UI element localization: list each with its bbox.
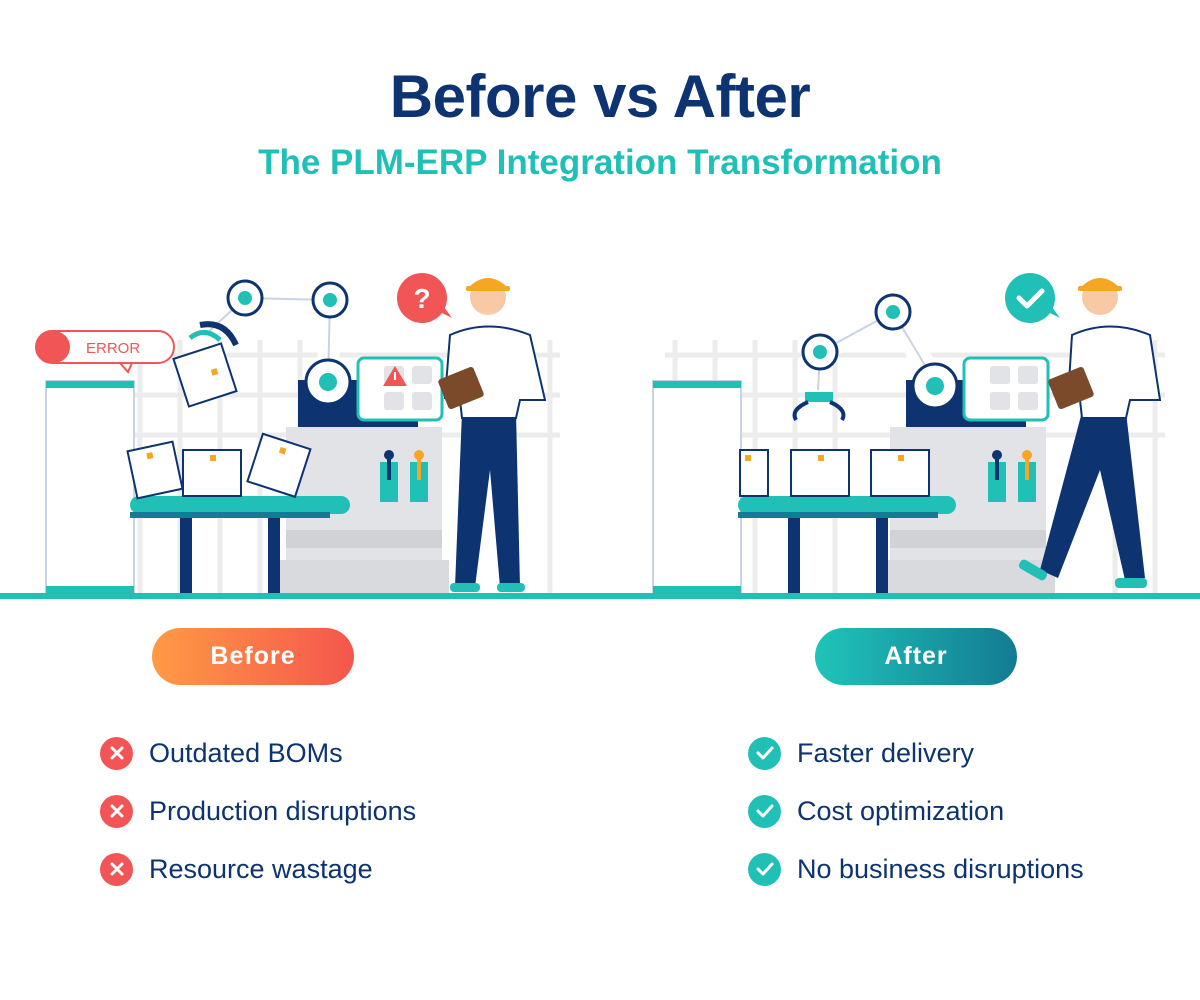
before-list: Outdated BOMs Production disruptions Res… [100,736,416,910]
floor-line [0,593,1200,599]
check-icon [748,736,781,770]
list-item: Production disruptions [100,794,416,828]
control-panel-before [356,356,444,422]
checkmark-icon [1016,288,1045,309]
list-item: Faster delivery [748,736,1084,770]
list-item: No business disruptions [748,852,1084,886]
list-item-label: Outdated BOMs [149,737,343,768]
list-item-label: Resource wastage [149,853,373,884]
robot-arm-after [792,293,959,422]
before-label-pill: Before [152,628,354,685]
storage-cabinet-after [652,380,742,596]
robot-arm-before [188,279,352,406]
after-list: Faster delivery Cost optimization No bus… [748,736,1084,910]
error-bubble: ERROR [35,330,175,374]
error-label: ERROR [86,340,140,357]
main-title: Before vs After [389,63,811,130]
held-box [172,342,238,408]
list-item-label: Faster delivery [797,737,975,768]
question-mark-icon: ? [413,283,430,314]
x-mark-icon [100,794,133,828]
storage-cabinet-before [45,380,135,596]
check-bubble [1005,273,1060,323]
list-item-label: Cost optimization [797,795,1005,826]
after-scene [652,273,1165,596]
conveyor-before [126,432,350,595]
before-scene: ERROR [35,273,560,596]
x-mark-icon [100,852,133,886]
after-label-pill: After [815,628,1017,685]
worker-after [1018,278,1162,588]
factory-illustration: ERROR [0,273,1200,599]
check-icon [748,852,781,886]
control-panel-after [962,356,1050,422]
worker-before [438,278,547,592]
list-item: Resource wastage [100,852,416,886]
conveyor-after [738,449,956,595]
x-mark-icon [100,736,133,770]
check-icon [748,794,781,828]
list-item: Outdated BOMs [100,736,416,770]
list-item: Cost optimization [748,794,1084,828]
list-item-label: No business disruptions [797,853,1084,884]
subtitle: The PLM-ERP Integration Transformation [258,143,942,182]
list-item-label: Production disruptions [149,795,417,826]
question-bubble: ? [397,273,452,323]
